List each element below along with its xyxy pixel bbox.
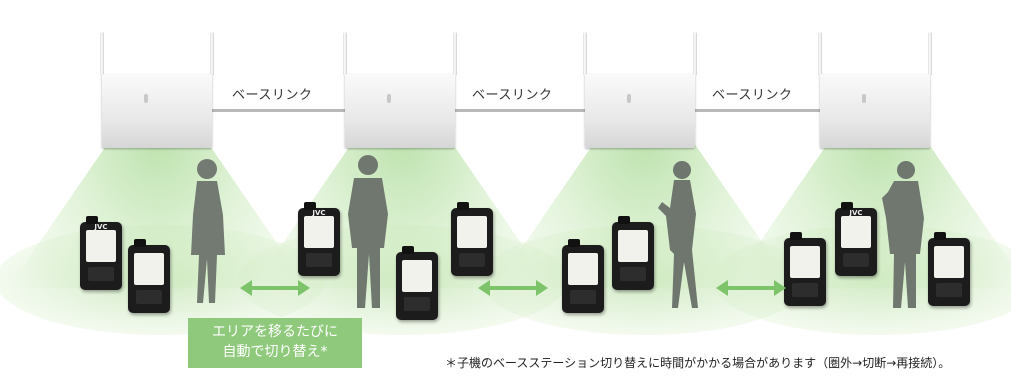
- callout-line-2: 自動で切り替え*: [222, 344, 328, 360]
- led-icon: [144, 94, 148, 103]
- auto-switch-callout: エリアを移るたびに 自動で切り替え*: [188, 318, 362, 368]
- antenna-icon: [100, 32, 104, 76]
- antenna-icon: [693, 32, 697, 76]
- double-arrow-icon: [478, 280, 548, 296]
- base-station-body: [585, 74, 695, 148]
- double-arrow-icon: [716, 280, 786, 296]
- double-arrow-icon: [240, 280, 310, 296]
- base-station-icon: [343, 32, 457, 148]
- person-silhouette-icon: [882, 161, 924, 308]
- antenna-icon: [343, 32, 347, 76]
- led-icon: [387, 94, 391, 103]
- base-station-body: [102, 74, 212, 148]
- base-station-icon: [583, 32, 697, 148]
- footnote: ＊子機のベースステーション切り替えに時間がかかる場合があります（圏外→切断→再接…: [445, 356, 951, 370]
- antenna-icon: [210, 32, 214, 76]
- device-brand: JVC: [312, 209, 326, 217]
- transceiver-icon: [128, 239, 170, 313]
- base-link-line-2: [455, 109, 590, 112]
- transceiver-icon: [451, 202, 493, 276]
- person-silhouette-icon: [191, 159, 225, 303]
- person-silhouette-icon: [348, 155, 388, 308]
- transceiver-icon: [928, 232, 970, 306]
- base-link-label-2: ベースリンク: [472, 88, 553, 103]
- device-brand: JVC: [849, 209, 863, 217]
- antenna-icon: [583, 32, 587, 76]
- callout-line-1: エリアを移るたびに: [212, 324, 338, 340]
- transceiver-icon: [562, 239, 604, 313]
- base-link-line-1: [210, 109, 350, 112]
- base-link-line-3: [690, 109, 825, 112]
- led-icon: [627, 94, 631, 103]
- transceiver-icon: [396, 246, 438, 320]
- base-station-icon: [100, 32, 214, 148]
- antenna-icon: [928, 32, 932, 76]
- transceiver-icon: [784, 232, 826, 306]
- person-silhouette-icon: [658, 161, 698, 308]
- antenna-icon: [818, 32, 822, 76]
- base-station-icon: [818, 32, 932, 148]
- base-station-body: [820, 74, 930, 148]
- base-link-label-1: ベースリンク: [232, 88, 313, 103]
- base-station-body: [345, 74, 455, 148]
- led-icon: [862, 94, 866, 103]
- transceiver-icon: JVC: [80, 216, 122, 290]
- antenna-icon: [453, 32, 457, 76]
- transceiver-icon: JVC: [298, 202, 340, 276]
- transceiver-icon: [612, 216, 654, 290]
- base-link-label-3: ベースリンク: [712, 88, 793, 103]
- device-brand: JVC: [94, 223, 108, 231]
- transceiver-icon: JVC: [835, 202, 877, 276]
